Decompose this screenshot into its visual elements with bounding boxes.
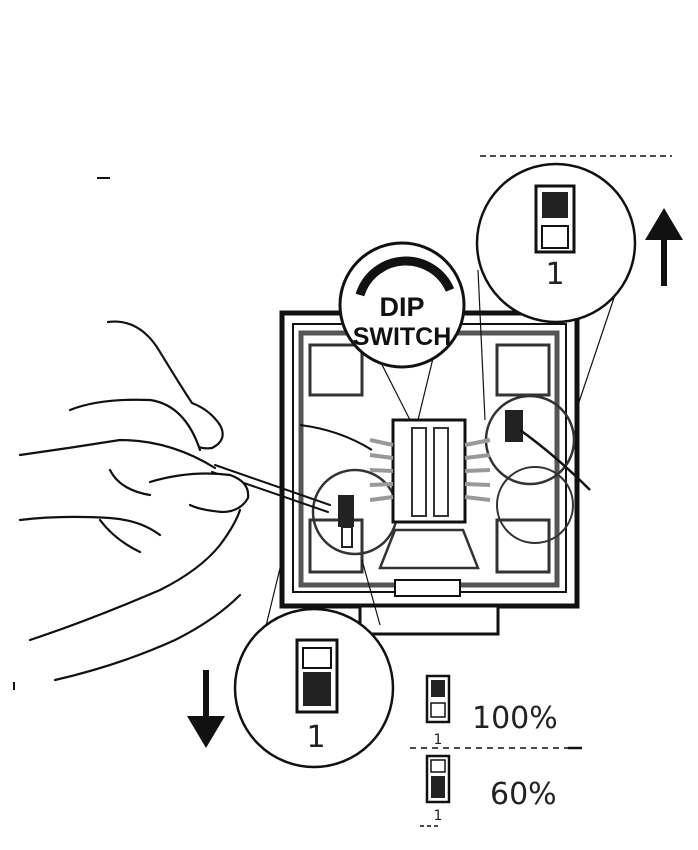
wire-left [299, 424, 373, 451]
terminal-top-right [495, 343, 551, 397]
pin-right [505, 410, 523, 442]
legend-switch-number-2: 1 [434, 808, 443, 824]
dip-switch-block [369, 418, 491, 570]
device-body [279, 310, 591, 636]
terminal-top-left [308, 343, 364, 397]
dip-badge-arc [355, 256, 455, 297]
callout-up-switch-icon [534, 184, 576, 254]
legend-value-60: 60% [490, 777, 557, 812]
legend-item-60: 1 60% [425, 754, 557, 824]
pin-left-base [341, 526, 353, 548]
callout-up-switch-number: 1 [545, 257, 564, 292]
dip-badge-line2: SWITCH [353, 323, 452, 351]
arrow-up-icon [645, 208, 683, 286]
dip-badge-line1: DIP [379, 292, 424, 322]
legend: 1 100% 1 60% [410, 674, 582, 824]
device-bottom-notch [394, 579, 461, 597]
legend-item-100: 1 100% [425, 674, 558, 748]
pin-left [338, 495, 354, 527]
callout-down-switch-icon [295, 638, 339, 714]
callout-up: 1 [475, 162, 637, 421]
dip-switch-badge: DIP SWITCH [338, 241, 466, 421]
callout-down: 1 [233, 559, 395, 769]
device-bottom-tab [358, 604, 500, 636]
legend-switch-number-1: 1 [434, 732, 443, 748]
callout-down-switch-number: 1 [306, 720, 325, 755]
mount-circle-right-lower [496, 466, 574, 544]
wire-right [519, 428, 591, 491]
legend-value-100: 100% [472, 701, 558, 736]
legend-switch-up-icon [425, 674, 451, 724]
terminal-bottom-left [308, 518, 364, 574]
legend-switch-down-icon [425, 754, 451, 804]
arrow-down-icon [187, 670, 225, 748]
hand-with-screwdriver [18, 320, 331, 682]
